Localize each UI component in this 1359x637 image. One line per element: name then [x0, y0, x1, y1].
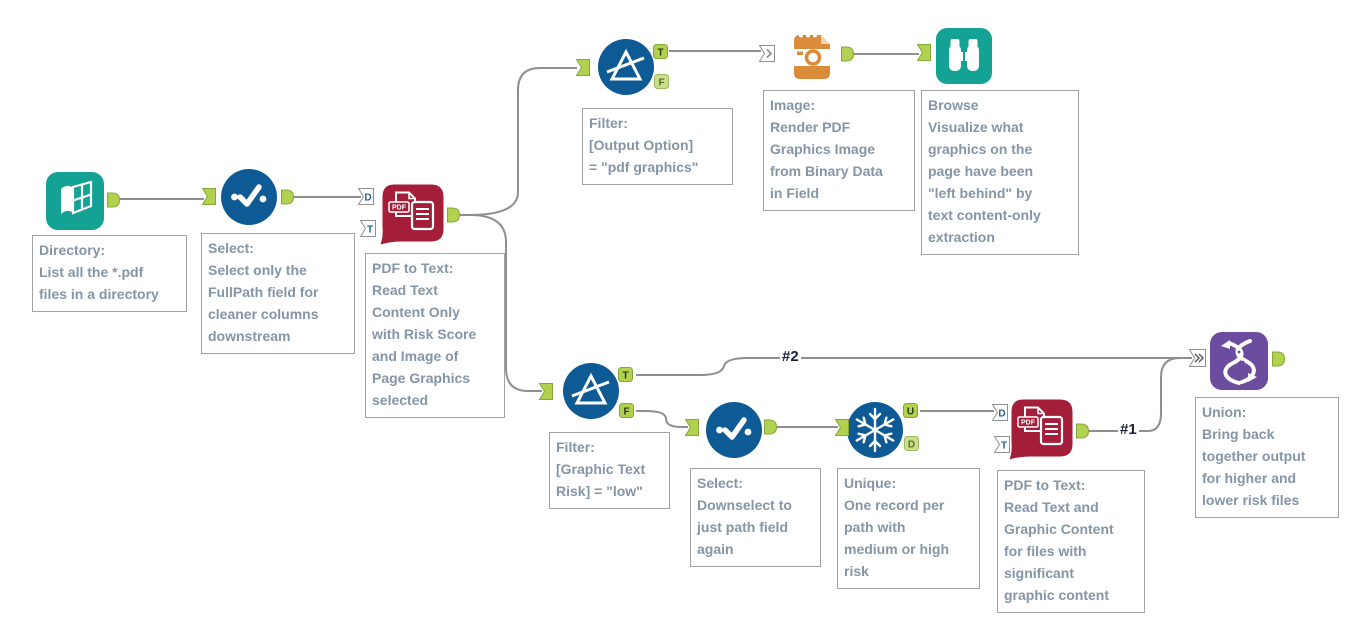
tool-directory[interactable]: [46, 172, 104, 235]
pdf2-output-anchor[interactable]: [1076, 423, 1090, 444]
select-icon: [221, 169, 277, 225]
pdf1-input-t-anchor[interactable]: T: [359, 220, 376, 242]
wire-pdf1-to-filter2[interactable]: [458, 214, 542, 392]
select2-input-anchor[interactable]: [684, 419, 699, 441]
union-output-anchor[interactable]: [1272, 351, 1286, 372]
pdf-to-text-icon: PDF: [380, 184, 444, 245]
image-output-anchor[interactable]: [841, 46, 855, 67]
pdf1-output-anchor[interactable]: [447, 207, 461, 228]
anchor-letter: F: [623, 406, 629, 417]
pdf-badge-text: PDF: [392, 205, 407, 212]
connection-label-1: #1: [1118, 421, 1139, 438]
pdf2-input-t-anchor[interactable]: T: [993, 436, 1010, 458]
annotation-filter-2[interactable]: Filter: [Graphic Text Risk] = "low": [549, 432, 670, 509]
anchor-letter: T: [622, 370, 628, 381]
filter2-true-anchor[interactable]: T: [618, 367, 633, 387]
annotation-image[interactable]: Image: Render PDF Graphics Image from Bi…: [763, 90, 915, 211]
unique-duplicate-anchor[interactable]: D: [904, 436, 919, 456]
tool-image[interactable]: [786, 28, 838, 85]
wire-filter2T-to-union[interactable]: [636, 357, 1192, 376]
browse-input-anchor[interactable]: [916, 44, 931, 66]
filter1-true-anchor[interactable]: T: [653, 44, 668, 64]
select1-output-anchor[interactable]: [281, 189, 295, 210]
connection-label-2: #2: [780, 348, 801, 365]
annotation-filter-1[interactable]: Filter: [Output Option] = "pdf graphics": [582, 108, 733, 185]
anchor-letter: D: [998, 409, 1005, 420]
annotation-browse[interactable]: Browse Visualize what graphics on the pa…: [921, 90, 1079, 255]
tool-pdf-to-text-1[interactable]: PDF: [379, 183, 447, 250]
anchor-letter: T: [657, 47, 663, 58]
tool-select-1[interactable]: [220, 168, 278, 231]
tool-union[interactable]: [1210, 332, 1268, 395]
pdf-badge-text: PDF: [1021, 420, 1036, 427]
select-icon: [706, 402, 762, 458]
annotation-select-2[interactable]: Select: Downselect to just path field ag…: [690, 468, 821, 567]
union-input-anchor[interactable]: [1188, 349, 1206, 372]
tool-filter-1[interactable]: [597, 38, 655, 101]
select1-input-anchor[interactable]: [201, 188, 216, 210]
image-icon: [794, 33, 830, 79]
annotation-pdf-to-text-1[interactable]: PDF to Text: Read Text Content Only with…: [365, 253, 505, 418]
chevron-icon: [766, 48, 773, 59]
pdf1-input-d-anchor[interactable]: D: [357, 188, 374, 210]
directory-output-anchor[interactable]: [107, 192, 121, 213]
filter-icon: [598, 39, 654, 95]
anchor-letter: D: [364, 193, 371, 204]
filter-icon: [563, 363, 619, 419]
double-chevron-icon: [1194, 353, 1204, 363]
unique-unique-anchor[interactable]: U: [903, 403, 918, 423]
union-icon: [1210, 332, 1268, 390]
annotation-unique[interactable]: Unique: One record per path with medium …: [837, 468, 980, 589]
anchor-letter: D: [908, 439, 915, 450]
wire-filter2F-to-select2[interactable]: [636, 410, 688, 428]
anchor-letter: T: [367, 225, 373, 236]
anchor-letter: F: [658, 77, 664, 88]
browse-icon: [936, 28, 992, 84]
wire-pdf1-to-filter1[interactable]: [458, 67, 577, 216]
tool-filter-2[interactable]: [562, 362, 620, 425]
wire-pdf2-to-union[interactable]: [1088, 357, 1192, 432]
filter2-false-anchor[interactable]: F: [619, 403, 634, 423]
annotation-select-1[interactable]: Select: Select only the FullPath field f…: [201, 233, 355, 354]
filter1-false-anchor[interactable]: F: [654, 74, 669, 94]
pdf-to-text-icon: PDF: [1009, 399, 1073, 460]
select2-output-anchor[interactable]: [764, 419, 778, 440]
anchor-letter: U: [907, 406, 914, 417]
unique-icon: [847, 402, 903, 458]
image-input-anchor[interactable]: [758, 45, 775, 67]
annotation-directory[interactable]: Directory: List all the *.pdf files in a…: [32, 235, 187, 312]
anchor-letter: T: [1001, 441, 1007, 452]
directory-icon: [46, 172, 104, 230]
unique-input-anchor[interactable]: [834, 419, 849, 441]
filter1-input-anchor[interactable]: [575, 59, 590, 81]
annotation-pdf-to-text-2[interactable]: PDF to Text: Read Text and Graphic Conte…: [997, 470, 1145, 613]
tool-select-2[interactable]: [705, 401, 763, 464]
tool-browse[interactable]: [936, 28, 992, 89]
filter2-input-anchor[interactable]: [538, 383, 553, 405]
tool-pdf-to-text-2[interactable]: PDF: [1008, 398, 1076, 465]
tool-unique[interactable]: [846, 401, 904, 464]
annotation-union[interactable]: Union: Bring back together output for hi…: [1195, 397, 1339, 518]
pdf2-input-d-anchor[interactable]: D: [991, 404, 1008, 426]
